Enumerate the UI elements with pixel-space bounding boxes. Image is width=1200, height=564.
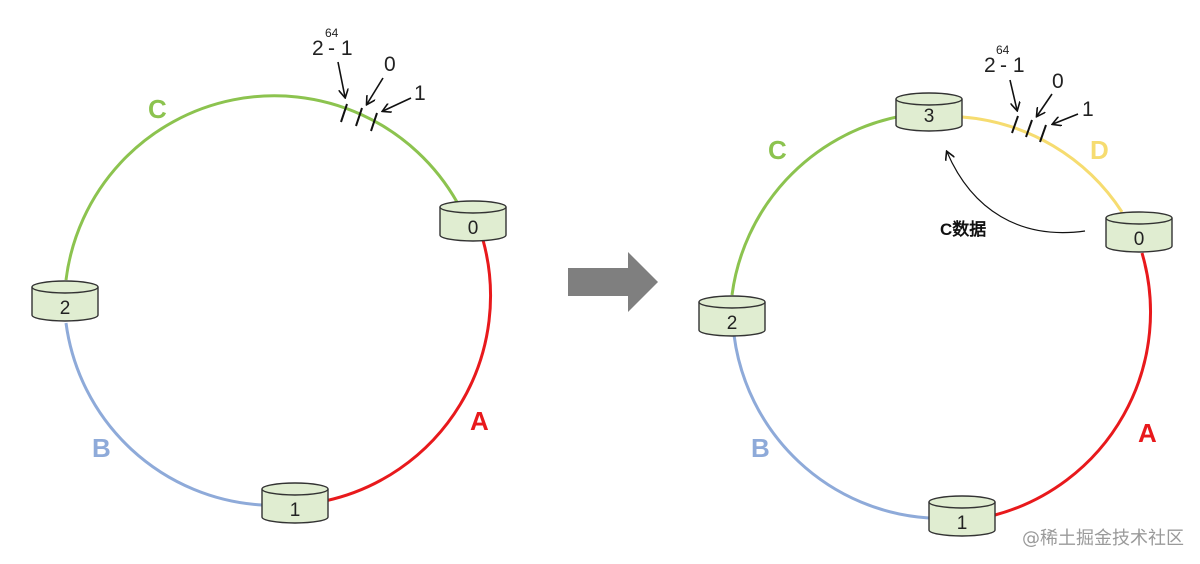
left-node-2: 2 (31, 280, 99, 322)
migration-arrow (947, 152, 1086, 234)
right-segment-c-arc (730, 115, 898, 296)
right-node-2-label: 2 (727, 313, 738, 334)
right-node-0-label: 0 (1134, 229, 1145, 250)
left-ring-ticks (340, 103, 378, 132)
right-segment-a-arc (994, 252, 1153, 517)
right-node-3-label: 3 (924, 106, 935, 127)
right-hash-label-minus-one: - 1 (1000, 54, 1025, 77)
left-segment-b-arc (64, 322, 263, 507)
left-segment-a-label: A (470, 406, 489, 436)
left-segment-c-arc (64, 94, 459, 281)
right-node-2: 2 (698, 295, 766, 337)
right-node-0: 0 (1105, 211, 1173, 253)
left-node-1-label: 1 (290, 500, 301, 521)
left-hash-pointers (337, 61, 412, 111)
right-ring: 2 64 - 1 0 1 C D A B C数据 3 0 2 (698, 43, 1173, 537)
right-segment-a-label: A (1138, 418, 1157, 448)
transition-arrow (568, 252, 658, 312)
left-hash-label-minus-one: - 1 (328, 37, 353, 60)
left-segment-c-label: C (148, 94, 167, 124)
right-segment-b-label: B (751, 433, 770, 463)
left-segment-a-arc (324, 239, 493, 503)
right-node-1-label: 1 (957, 513, 968, 534)
left-node-1: 1 (261, 482, 329, 524)
right-hash-label-base: 2 (984, 54, 996, 77)
right-segment-d-arc (961, 115, 1124, 213)
right-segment-d-label: D (1090, 135, 1109, 165)
right-node-1: 1 (928, 495, 996, 537)
right-hash-label-one: 1 (1082, 98, 1094, 121)
left-hash-label-zero: 0 (384, 53, 396, 76)
right-hash-label-exp: 64 (996, 43, 1010, 57)
left-hash-label-exp: 64 (325, 26, 339, 40)
right-segment-c-label: C (768, 135, 787, 165)
left-node-2-label: 2 (60, 298, 71, 319)
watermark: @稀土掘金技术社区 (1022, 528, 1184, 549)
migration-label: C数据 (940, 219, 986, 239)
right-hash-pointers (1009, 79, 1079, 124)
right-ring-ticks (1011, 115, 1047, 143)
left-node-0: 0 (439, 200, 507, 242)
left-node-0-label: 0 (468, 218, 479, 239)
left-ring: 2 64 - 1 0 1 C A B 0 1 2 (31, 26, 507, 524)
left-hash-label-base: 2 (312, 37, 324, 60)
right-hash-label-zero: 0 (1052, 70, 1064, 93)
right-segment-b-arc (732, 334, 930, 520)
right-node-3: 3 (895, 92, 963, 132)
left-hash-label-one: 1 (414, 82, 426, 105)
left-segment-b-label: B (92, 433, 111, 463)
